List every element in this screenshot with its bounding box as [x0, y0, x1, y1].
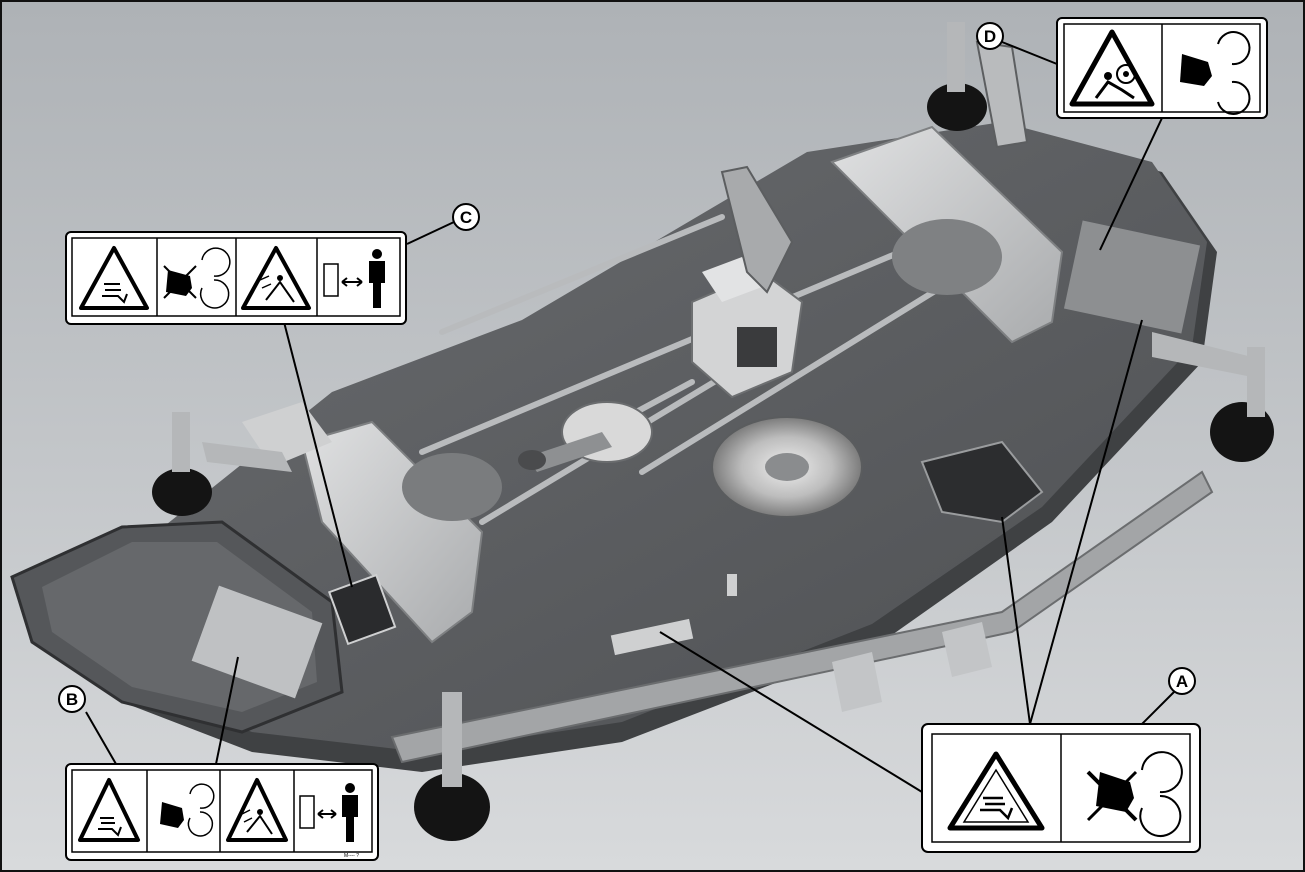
- leader-b-callout: [85, 711, 117, 765]
- warning-triangle-thrown-object-icon: [226, 778, 288, 842]
- hand-rotating-blade-icon: [1086, 751, 1183, 837]
- deck-label-a-front: [610, 618, 694, 656]
- leader-d-callout: [1001, 41, 1058, 65]
- center-pulley-hub: [765, 453, 809, 481]
- idler-pivot: [518, 450, 546, 470]
- leader-a-callout: [1141, 691, 1175, 725]
- leader-a-3: [659, 631, 923, 793]
- front-bumper-rail: [390, 470, 1214, 764]
- idler-arm: [527, 432, 612, 472]
- right-front-arm: [1152, 332, 1252, 377]
- label-c: [65, 231, 407, 325]
- label-d: [1056, 17, 1268, 119]
- callout-a: A: [1168, 667, 1196, 695]
- left-spindle-housing: [402, 453, 502, 521]
- leader-c-callout: [406, 221, 455, 245]
- hand-rotating-blade-icon: [160, 783, 215, 837]
- right-spindle-housing: [892, 219, 1002, 295]
- callout-d: D: [976, 22, 1004, 50]
- deck-slot: [727, 574, 737, 596]
- leader-c-1: [283, 321, 353, 588]
- warning-triangle-thrown-object-icon: [241, 246, 311, 310]
- keep-distance-person-icon: [323, 249, 385, 308]
- label-b: M---- ?: [65, 763, 379, 861]
- hand-rotating-blade-icon: [1180, 31, 1251, 115]
- label-a: [921, 723, 1201, 853]
- belt-guard-shield: [920, 440, 1044, 524]
- callout-a-letter: A: [1176, 672, 1188, 691]
- warning-triangle-belt-icon: [78, 778, 140, 842]
- chute-warning-decal: [191, 585, 323, 699]
- left-mount-plate: [300, 420, 484, 644]
- callout-c-letter: C: [460, 208, 472, 227]
- callout-b-letter: B: [66, 690, 78, 709]
- callout-d-letter: D: [984, 27, 996, 46]
- mower-deck: [10, 22, 1274, 841]
- left-front-arm: [202, 442, 292, 472]
- warning-triangle-entanglement-icon: [1069, 29, 1155, 107]
- rail-bracket-2: [942, 622, 992, 677]
- leader-a-1: [1001, 516, 1031, 725]
- hand-rotating-blade-icon: [163, 247, 231, 309]
- leader-b-1: [215, 656, 239, 765]
- deck-label-strip-c: [327, 573, 397, 646]
- label-b-code: M---- ?: [344, 853, 359, 859]
- rail-bracket-1: [832, 652, 882, 712]
- rear-hanger-bracket: [720, 165, 794, 294]
- gauge-wheels: [152, 22, 1274, 841]
- callout-c: C: [452, 203, 480, 231]
- callout-b: B: [58, 685, 86, 713]
- leader-lines: [85, 41, 1175, 793]
- warning-triangle-belt-icon: [947, 751, 1045, 831]
- gearbox-opening: [737, 327, 777, 367]
- warning-triangle-belt-icon: [79, 246, 149, 310]
- right-decal-area: [1063, 220, 1201, 334]
- leader-d-1: [1099, 117, 1163, 251]
- leader-a-2: [1029, 319, 1143, 725]
- keep-distance-person-icon: [299, 783, 358, 842]
